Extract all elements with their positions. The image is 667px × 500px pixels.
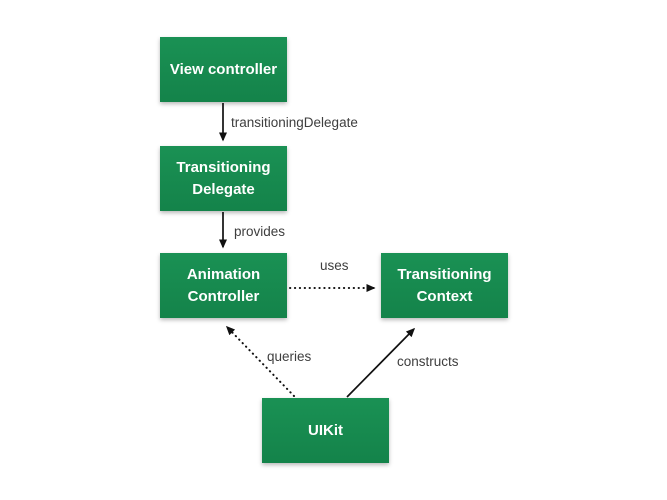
edge-label-constructs: constructs (397, 354, 459, 369)
edge-label-uses: uses (320, 258, 349, 273)
edge-queries-arrow (225, 325, 295, 397)
node-animation-controller-label: Animation Controller (186, 265, 261, 305)
node-transitioning-context-label: Transitioning Context (397, 265, 492, 305)
node-transitioning-delegate-label: Transitioning Delegate (176, 158, 271, 198)
node-uikit: UIKit (262, 398, 389, 463)
node-transitioning-delegate: Transitioning Delegate (160, 146, 287, 211)
edge-label-queries: queries (267, 349, 312, 364)
node-view-controller-label: View controller (169, 60, 278, 78)
edge-label-provides: provides (234, 224, 286, 239)
node-uikit-label: UIKit (308, 421, 343, 439)
node-transitioning-context: Transitioning Context (381, 253, 508, 318)
node-animation-controller: Animation Controller (160, 253, 287, 318)
edge-label-transitioning-delegate: transitioningDelegate (231, 115, 358, 130)
node-view-controller: View controller (160, 37, 287, 102)
edge-constructs-arrow (346, 327, 416, 398)
